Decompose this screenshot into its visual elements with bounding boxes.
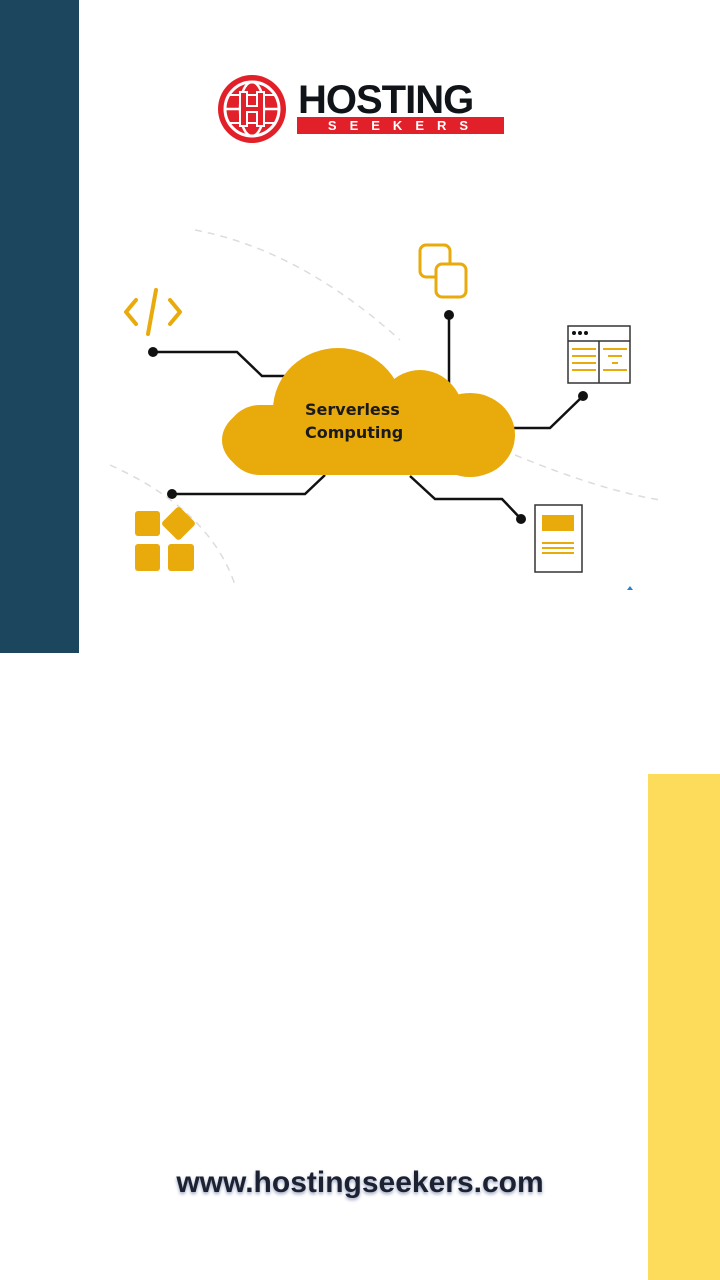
cloud-label-line1: Serverless [305, 400, 400, 419]
code-icon [124, 288, 182, 336]
serverless-diagram: Serverless Computing [100, 220, 680, 600]
right-accent-bar [648, 774, 720, 1280]
document-icon [534, 504, 583, 573]
hosting-seekers-logo: HOSTING SEEKERS [214, 70, 508, 148]
logo-subtitle: SEEKERS [297, 117, 504, 134]
connector-apps [172, 474, 326, 496]
dashed-arc-left [109, 464, 236, 586]
dashed-arc-top [194, 229, 401, 341]
connector-code [153, 350, 300, 378]
dashed-arc-right [514, 454, 661, 501]
browser-window-icon [567, 325, 631, 384]
cloud-shape [222, 348, 515, 477]
cloud-label-line2: Computing [305, 423, 404, 442]
logo-wordmark: HOSTING [298, 78, 474, 122]
apps-icon [135, 507, 195, 571]
cloud-label: Serverless Computing [305, 398, 455, 444]
website-url[interactable]: www.hostingseekers.com [176, 1166, 544, 1199]
copy-icon [418, 243, 468, 299]
connector-document [409, 475, 522, 520]
small-triangle-marker [627, 586, 633, 590]
connector-browser [500, 395, 584, 430]
left-accent-bar [0, 0, 79, 653]
globe-logo-icon [218, 75, 286, 143]
